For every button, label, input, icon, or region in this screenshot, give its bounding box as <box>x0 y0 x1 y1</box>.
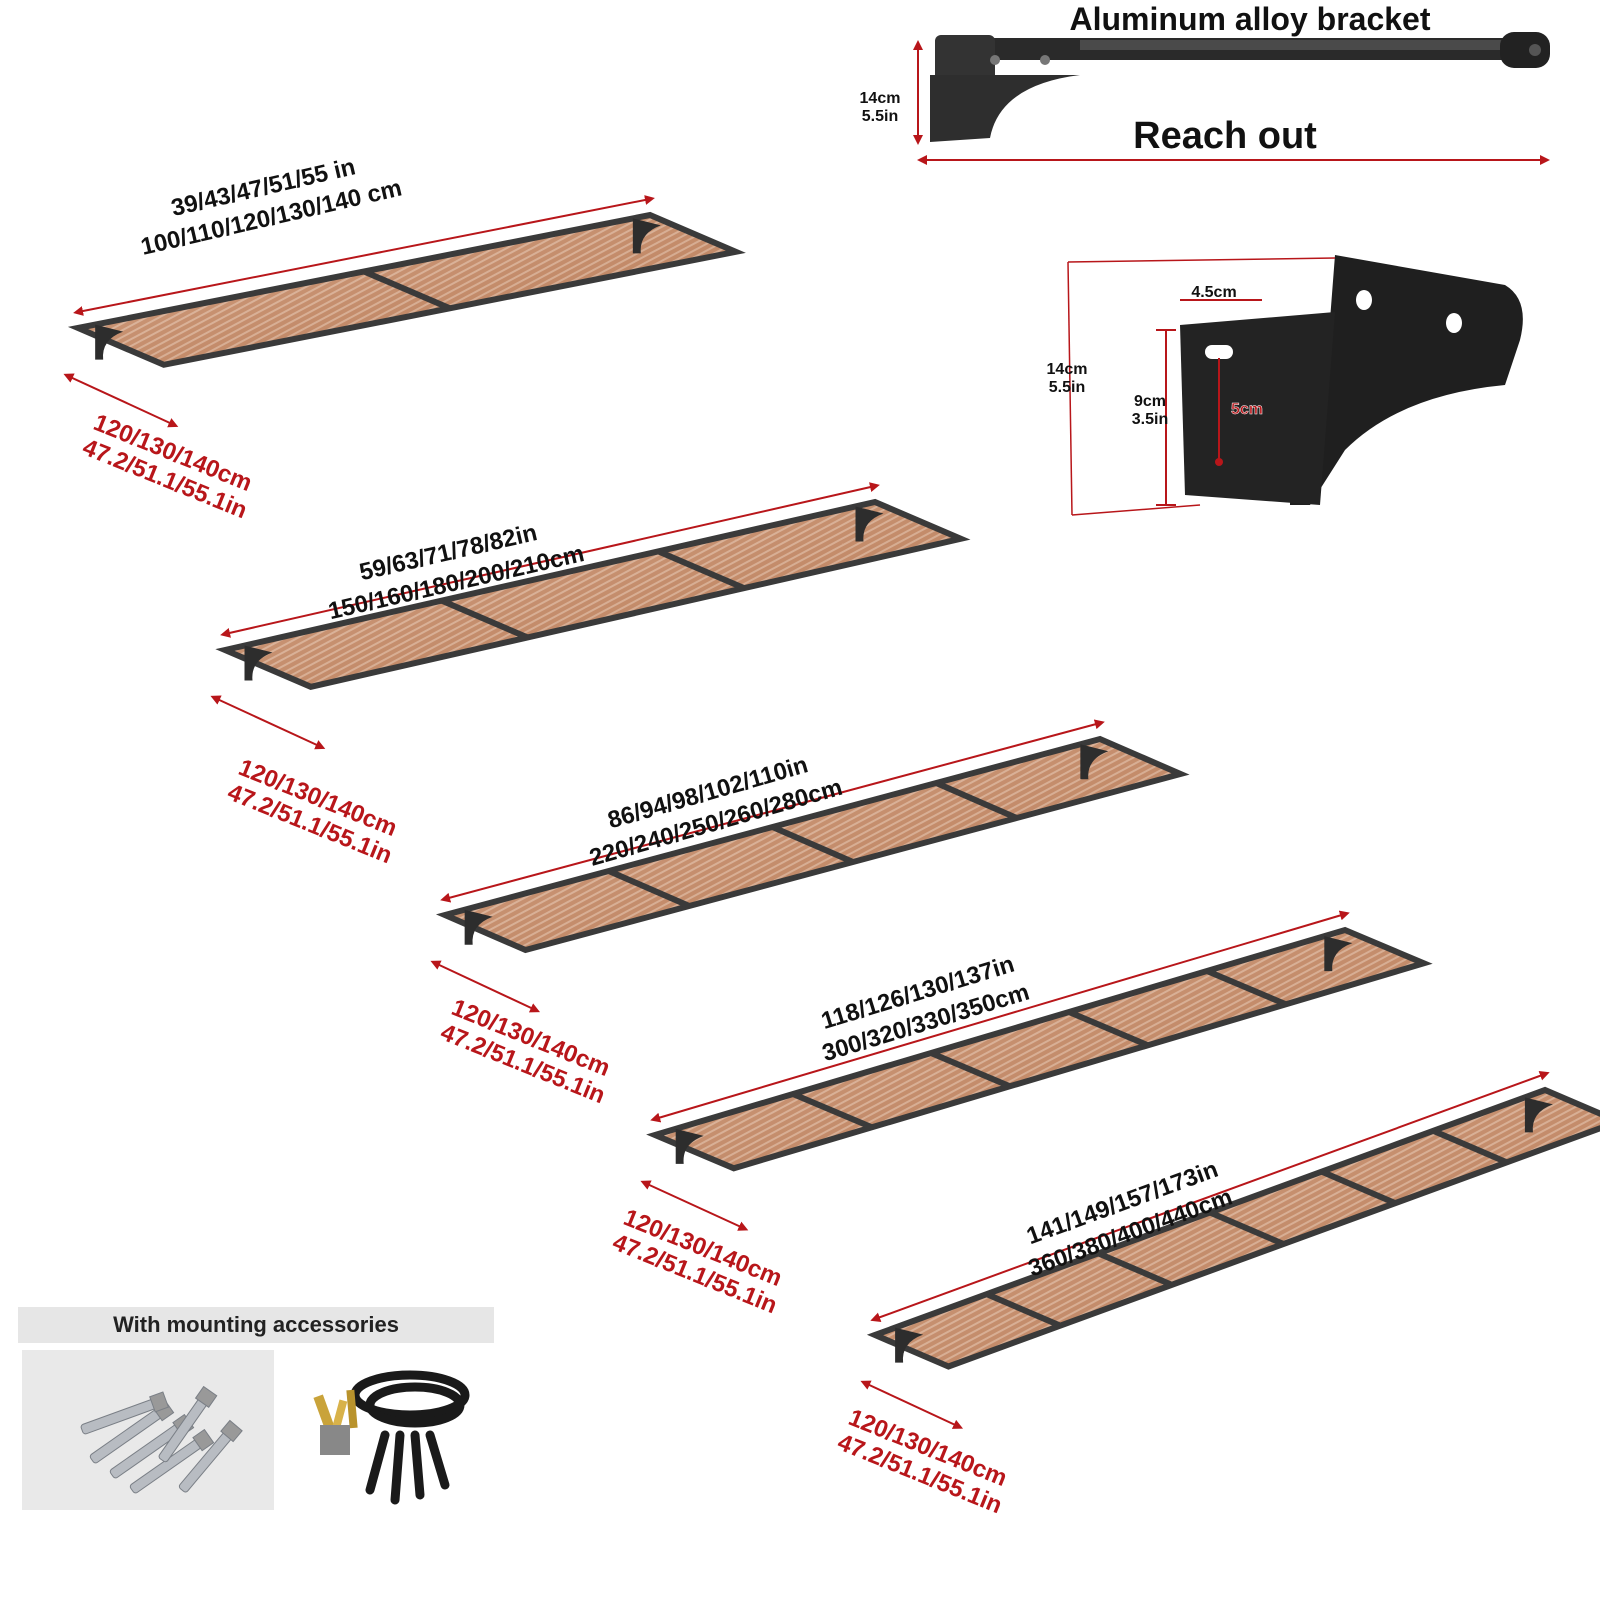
bracket-detail-height-in: 5.5in <box>1049 379 1085 396</box>
canopy-bracket <box>244 645 273 681</box>
anchor-bolts-icon <box>22 1350 274 1510</box>
bracket-slot <box>1205 345 1233 359</box>
canopy-bracket <box>95 324 124 360</box>
bracket-detail-inner-height-in: 3.5in <box>1132 411 1168 428</box>
sealing-strip-photo <box>300 1350 490 1510</box>
bracket-detail-slot-length: 5cm <box>1231 401 1263 418</box>
bracket-title: Aluminum alloy bracket <box>1070 1 1431 37</box>
bracket-detail-view: 14cm 5.5in 4.5cm 9cm 3.5in 5cm <box>1047 255 1523 516</box>
bracket-arm-end-cap <box>1500 32 1550 68</box>
reach-out-label: Reach out <box>1133 115 1317 157</box>
bracket-detail-width: 4.5cm <box>1191 284 1236 301</box>
canopy-bracket <box>464 909 493 945</box>
sealing-strip-icon <box>313 1370 470 1505</box>
aluminum-bracket-side-view: 14cm 5.5in Reach out Aluminum alloy brac… <box>860 1 1550 165</box>
canopy-bracket <box>675 1128 704 1164</box>
canopy-5: 141/149/157/173in360/380/400/440cm120/13… <box>834 1071 1600 1519</box>
bracket-back-plate <box>1290 255 1523 505</box>
bracket-side-height-in: 5.5in <box>862 108 898 125</box>
bracket-joint <box>935 35 995 83</box>
canopy-bracket <box>895 1327 924 1363</box>
bracket-detail-inner-height-cm: 9cm <box>1134 393 1166 410</box>
bracket-hole-2 <box>1446 313 1462 333</box>
bracket-detail-height-cm: 14cm <box>1047 361 1088 378</box>
accessories-header: With mounting accessories <box>18 1307 494 1343</box>
bracket-wall-plate <box>930 75 1080 142</box>
anchor-bolts-photo <box>22 1350 274 1510</box>
bracket-hole-1 <box>1356 290 1372 310</box>
bracket-side-height-cm: 14cm <box>860 90 901 107</box>
canopy-4: 118/126/130/137in300/320/330/350cm120/13… <box>609 910 1433 1319</box>
